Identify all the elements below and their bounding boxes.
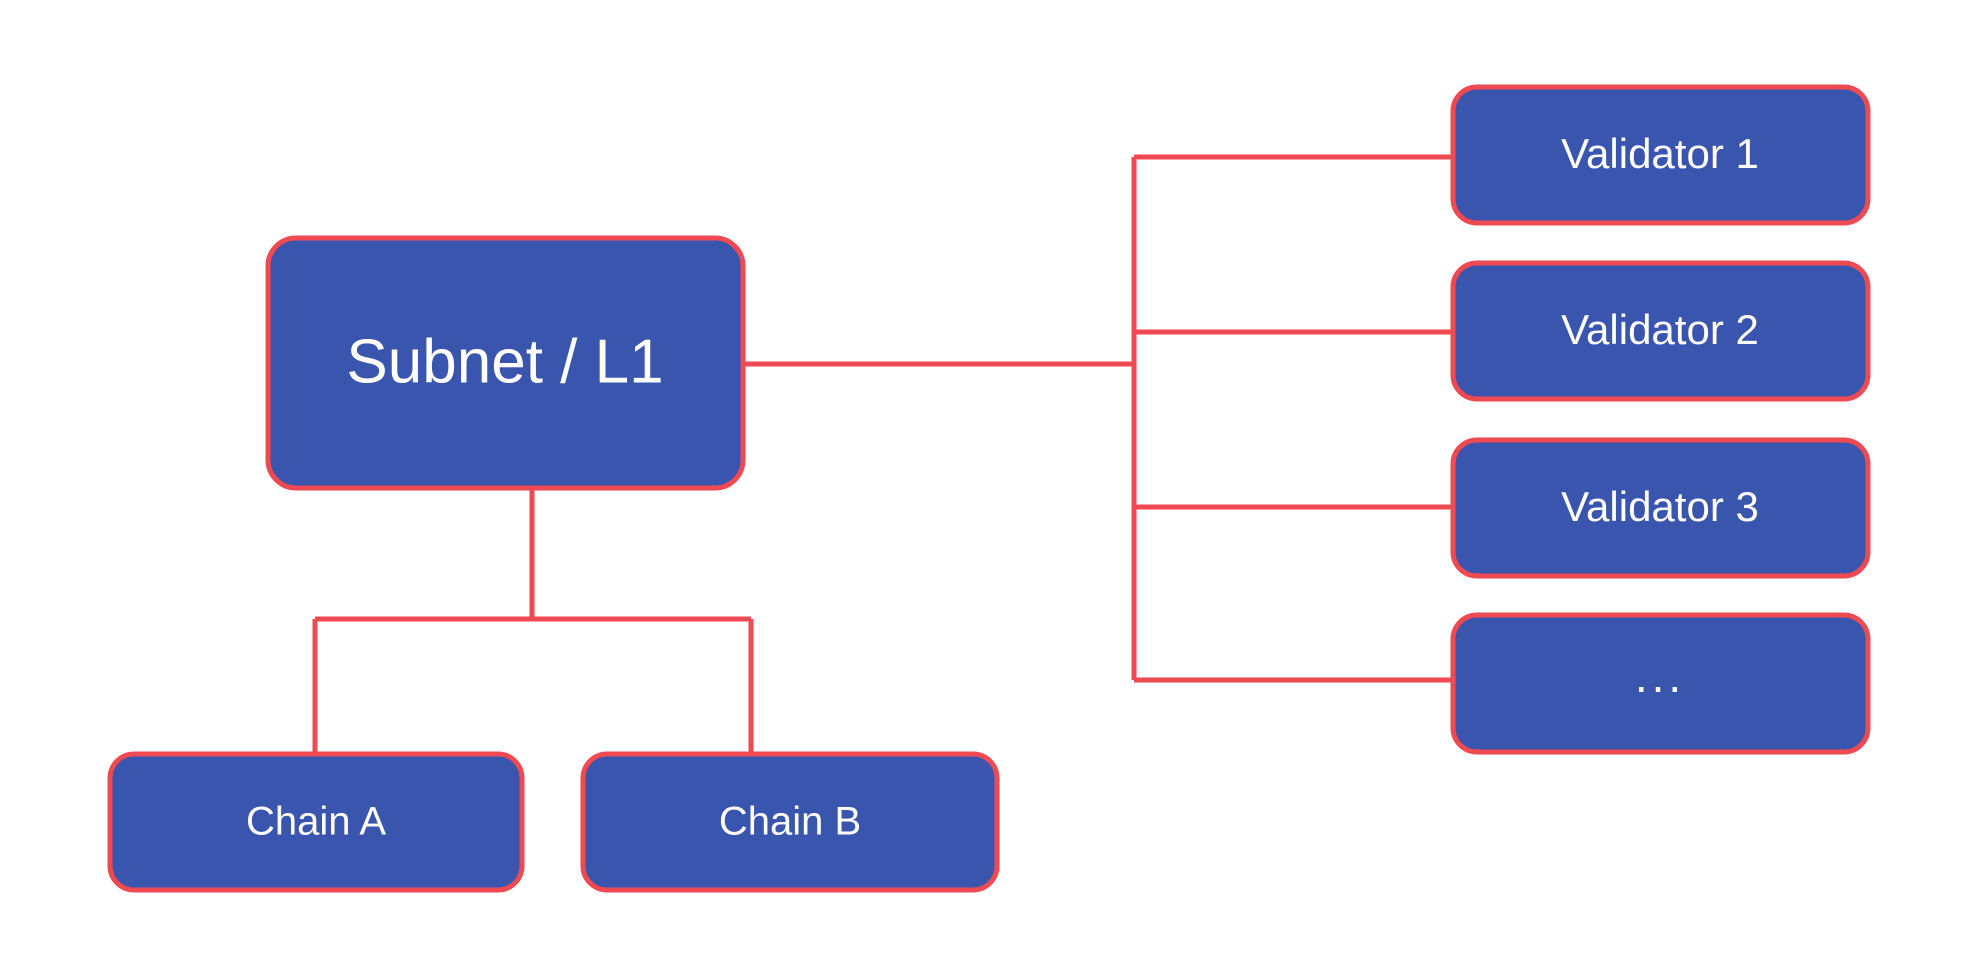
node-validator-1-label: Validator 1	[1561, 130, 1759, 177]
node-validator-1-box[interactable]	[1450, 84, 1871, 226]
node-subnet-l1[interactable]: Subnet / L1	[265, 235, 746, 491]
node-validator-more-label: ...	[1635, 650, 1685, 702]
node-validator-more-box[interactable]	[1450, 612, 1871, 755]
node-chain-a-box[interactable]	[107, 751, 525, 893]
node-validator-3-label: Validator 3	[1561, 483, 1759, 530]
node-chain-b-label: Chain B	[719, 800, 861, 844]
node-validator-more[interactable]: ...	[1450, 612, 1871, 755]
node-validator-2[interactable]: Validator 2	[1450, 260, 1871, 402]
node-validator-1[interactable]: Validator 1	[1450, 84, 1871, 226]
node-validator-3[interactable]: Validator 3	[1450, 437, 1871, 579]
node-subnet-l1-box[interactable]	[265, 235, 746, 491]
node-chain-b-box[interactable]	[580, 751, 1000, 893]
node-chain-a-label: Chain A	[246, 800, 386, 844]
node-validator-2-box[interactable]	[1450, 260, 1871, 402]
connector-group	[312, 154, 1453, 754]
node-validator-2-label: Validator 2	[1561, 306, 1759, 353]
node-chain-a[interactable]: Chain A	[107, 751, 525, 893]
node-chain-b[interactable]: Chain B	[580, 751, 1000, 893]
node-validator-3-box[interactable]	[1450, 437, 1871, 579]
node-subnet-l1-label: Subnet / L1	[346, 327, 663, 396]
